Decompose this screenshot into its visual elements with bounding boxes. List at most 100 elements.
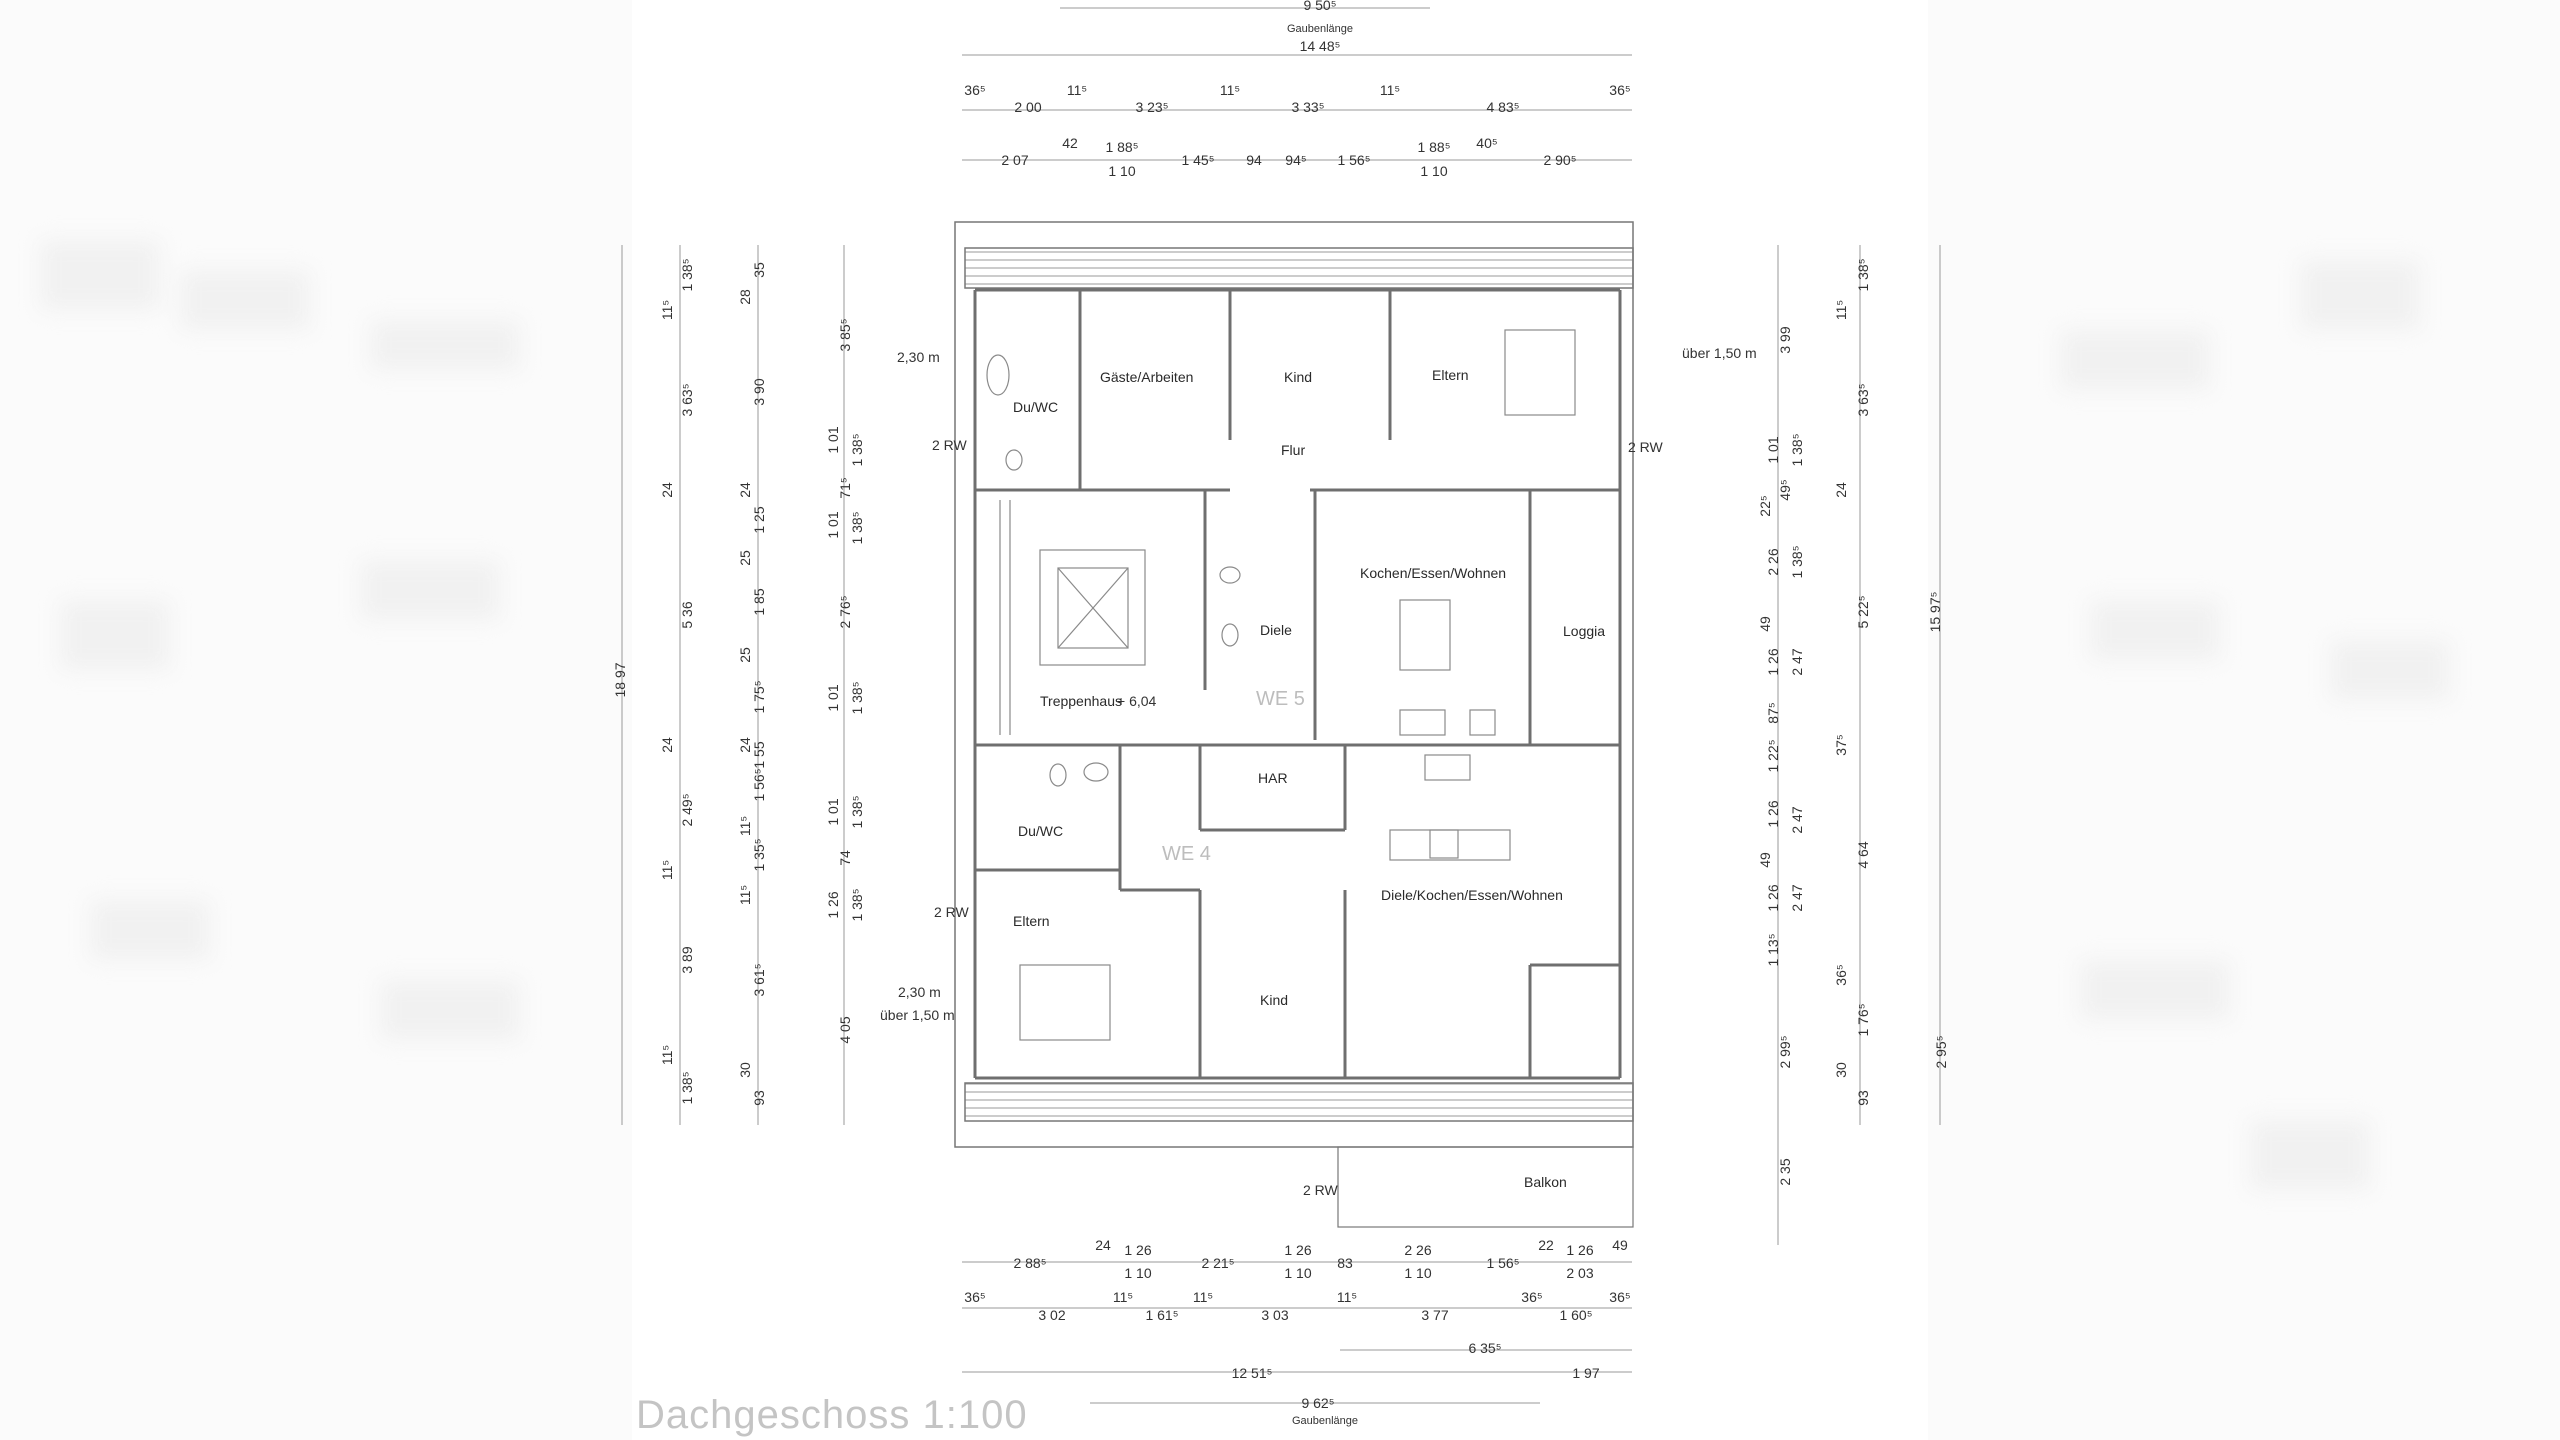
top-gaube-length: 9 50⁵ <box>1303 0 1336 13</box>
top-dim: 11⁵ <box>1220 82 1240 98</box>
right-dim: 2 95⁵ <box>1933 1035 1949 1068</box>
top-dim: 1 45⁵ <box>1181 152 1214 168</box>
right-blurred-panel <box>1928 0 2560 1440</box>
left-dim: 24 <box>659 737 675 753</box>
rain-pipe-right-top: 2 RW <box>1628 439 1664 455</box>
top-dim: 36⁵ <box>964 82 985 98</box>
bottom-dim: 83 <box>1337 1255 1353 1271</box>
right-dim: 37⁵ <box>1833 734 1849 755</box>
right-dim: 1 13⁵ <box>1765 933 1781 966</box>
right-dim: 36⁵ <box>1833 964 1849 985</box>
room-du-wc-top: Du/WC <box>1013 399 1058 415</box>
bottom-dim: 2 21⁵ <box>1201 1255 1234 1271</box>
left-dim: 3 63⁵ <box>679 383 695 416</box>
over-150-bottom: über 1,50 m <box>880 1007 955 1023</box>
left-dimension-labels: 18 97 1 38⁵ 11⁵ 3 63⁵ 24 5 36 24 2 49⁵ 1… <box>612 258 865 1105</box>
bottom-dim: 6 35⁵ <box>1468 1340 1501 1356</box>
top-dim: 11⁵ <box>1380 82 1400 98</box>
room-balkon: Balkon <box>1524 1174 1567 1190</box>
blur-block <box>380 980 520 1040</box>
left-dim: 1 38⁵ <box>849 433 865 466</box>
bottom-dim: 3 03 <box>1261 1307 1288 1323</box>
top-dim: 3 33⁵ <box>1291 99 1324 115</box>
right-dim: 1 38⁵ <box>1789 545 1805 578</box>
bottom-dim: 1 61⁵ <box>1145 1307 1178 1323</box>
top-dim: 1 88⁵ <box>1105 139 1138 155</box>
right-dim: 2 47 <box>1789 806 1805 833</box>
left-dim: 35 <box>751 262 767 278</box>
left-dim: 11⁵ <box>659 1045 675 1065</box>
bottom-dim: 1 60⁵ <box>1559 1307 1592 1323</box>
room-loggia: Loggia <box>1563 623 1605 639</box>
right-dim: 1 22⁵ <box>1765 739 1781 772</box>
left-dim: 30 <box>737 1062 753 1078</box>
right-dim: 49 <box>1757 616 1773 632</box>
left-dim: 11⁵ <box>659 860 675 880</box>
dimension-lines <box>621 7 1941 1404</box>
bottom-dim: 11⁵ <box>1113 1289 1133 1305</box>
top-dim: 36⁵ <box>1609 82 1630 98</box>
top-dim: 1 56⁵ <box>1337 152 1370 168</box>
left-dim: 24 <box>737 482 753 498</box>
right-dim: 2 47 <box>1789 648 1805 675</box>
left-dim: 1 01 <box>825 511 841 538</box>
left-dim: 28 <box>737 289 753 305</box>
bottom-dim: 1 97 <box>1572 1365 1599 1381</box>
room-gaeste-arbeiten: Gäste/Arbeiten <box>1100 369 1193 385</box>
top-dim: 1 88⁵ <box>1417 139 1450 155</box>
left-dim: 93 <box>751 1090 767 1106</box>
left-dim: 74 <box>837 850 853 866</box>
sanitary-fixtures <box>986 329 1576 1041</box>
right-dim: 87⁵ <box>1765 702 1781 723</box>
blur-block <box>180 270 310 330</box>
top-dim: 1 10 <box>1420 163 1447 179</box>
blur-block <box>2060 330 2210 390</box>
bottom-dim: 1 56⁵ <box>1486 1255 1519 1271</box>
bottom-dim: 1 10 <box>1284 1265 1311 1281</box>
top-dim: 2 00 <box>1014 99 1041 115</box>
bottom-dim: 2 26 <box>1404 1242 1431 1258</box>
top-dim: 4 83⁵ <box>1486 99 1519 115</box>
bottom-dim: 24 <box>1095 1237 1111 1253</box>
right-dim: 30 <box>1833 1062 1849 1078</box>
right-dim: 2 35 <box>1777 1158 1793 1185</box>
left-dim: 11⁵ <box>737 885 753 905</box>
top-dim: 94⁵ <box>1285 152 1306 168</box>
room-flur: Flur <box>1281 442 1305 458</box>
bottom-dim: 2 03 <box>1566 1265 1593 1281</box>
right-dim: 24 <box>1833 482 1849 498</box>
right-dim: 2 47 <box>1789 884 1805 911</box>
left-dim: 3 90 <box>751 378 767 405</box>
room-kind-bottom: Kind <box>1260 992 1288 1008</box>
bottom-gaube-length: 9 62⁵ <box>1301 1395 1334 1411</box>
left-dim: 71⁵ <box>837 477 853 498</box>
rain-pipe-balkon: 2 RW <box>1303 1182 1339 1198</box>
top-dim: 3 23⁵ <box>1135 99 1168 115</box>
walls <box>973 288 1622 1080</box>
room-har: HAR <box>1258 770 1288 786</box>
top-dim: 94 <box>1246 152 1262 168</box>
bottom-dim: 1 26 <box>1124 1242 1151 1258</box>
left-dim: 1 38⁵ <box>849 795 865 828</box>
bottom-dim: 1 10 <box>1404 1265 1431 1281</box>
left-dim: 11⁵ <box>659 300 675 320</box>
room-kind-top: Kind <box>1284 369 1312 385</box>
left-dim: 1 26 <box>825 891 841 918</box>
right-dim: 1 38⁵ <box>1789 433 1805 466</box>
top-dimension-labels: 9 50⁵ Gaubenlänge 14 48⁵ 36⁵ 2 00 11⁵ 3 … <box>964 0 1630 179</box>
height-230-top: 2,30 m <box>897 349 940 365</box>
unit-labels: WE 5 WE 4 <box>1162 688 1305 865</box>
top-dim: 40⁵ <box>1476 135 1497 151</box>
bottom-dim: 3 02 <box>1038 1307 1065 1323</box>
room-diele: Diele <box>1260 622 1292 638</box>
right-dim: 1 38⁵ <box>1855 258 1871 291</box>
top-total-length: 14 48⁵ <box>1300 38 1341 54</box>
left-dim: 25 <box>737 647 753 663</box>
drawing-title: Dachgeschoss 1:100 <box>636 1393 1028 1437</box>
rain-pipe-left-top: 2 RW <box>932 437 968 453</box>
right-dim: 1 26 <box>1765 648 1781 675</box>
left-dim: 3 85⁵ <box>837 318 853 351</box>
top-gaube-word: Gaubenlänge <box>1287 23 1353 35</box>
room-diele-kochen-essen-wohnen: Diele/Kochen/Essen/Wohnen <box>1381 887 1563 903</box>
